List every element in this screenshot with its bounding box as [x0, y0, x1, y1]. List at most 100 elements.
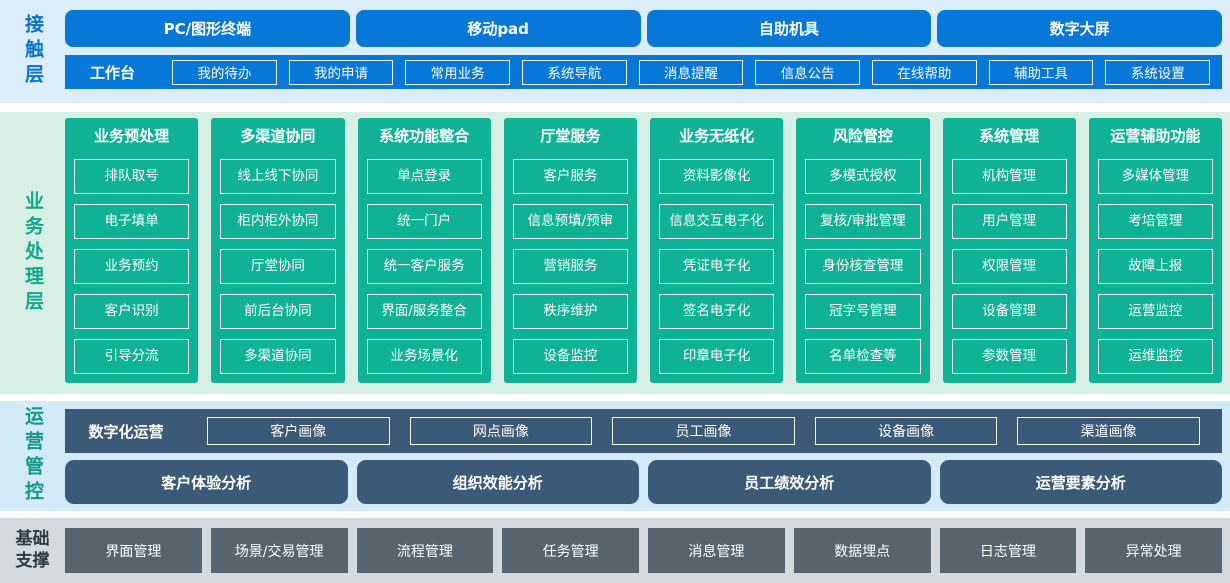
business-column-paperless: 业务无纸化 资料影像化 信息交互电子化 凭证电子化 签名电子化 印章电子化 [650, 118, 784, 383]
column-title: 业务无纸化 [679, 127, 755, 145]
workbench-bar: 工作台 我的待办 我的申请 常用业务 系统导航 消息提醒 信息公告 在线帮助 辅… [65, 55, 1222, 89]
column-title: 业务预处理 [94, 127, 170, 145]
column-item: 信息交互电子化 [659, 204, 775, 239]
business-column-system-mgmt: 系统管理 机构管理 用户管理 权限管理 设备管理 参数管理 [942, 118, 1076, 383]
analysis-org-efficiency: 组织效能分析 [356, 460, 639, 504]
analysis-ops-elements: 运营要素分析 [939, 460, 1222, 504]
column-title: 风险管控 [832, 127, 893, 145]
business-column-lobby-service: 厅堂服务 客户服务 信息预填/预审 营销服务 秩序维护 设备监控 [503, 118, 637, 383]
workbench-item-applications: 我的申请 [288, 59, 394, 85]
business-columns: 业务预处理 排队取号 电子填单 业务预约 客户识别 引导分流 多渠道协同 线上线… [65, 112, 1222, 383]
business-column-multichannel: 多渠道协同 线上线下协同 柜内柜外协同 厅堂协同 前后台协同 多渠道协同 [211, 118, 345, 383]
portrait-branch: 网点画像 [409, 417, 593, 445]
terminal-pc: PC/图形终端 [65, 10, 350, 47]
column-item: 秩序维护 [512, 294, 628, 329]
column-item: 厅堂协同 [220, 249, 336, 284]
column-item: 设备管理 [951, 294, 1067, 329]
column-item: 客户识别 [74, 294, 190, 329]
column-item: 运维监控 [1097, 339, 1213, 374]
column-item: 多模式授权 [805, 159, 921, 194]
digital-ops-bar: 数字化运营 客户画像 网点画像 员工画像 设备画像 渠道画像 [65, 409, 1222, 453]
workbench-item-system-nav: 系统导航 [522, 59, 627, 85]
foundation-exception-handling: 异常处理 [1085, 528, 1222, 573]
column-item: 机构管理 [951, 159, 1067, 194]
business-column-ops-aux: 运营辅助功能 多媒体管理 考培管理 故障上报 运营监控 运维监控 [1088, 118, 1222, 383]
column-title: 多渠道协同 [240, 127, 316, 145]
column-item: 资料影像化 [659, 159, 775, 194]
workbench-item-system-settings: 系统设置 [1105, 59, 1211, 85]
digital-ops-label: 数字化运营 [88, 422, 164, 441]
foundation-label-zone: 基础支撑 [0, 518, 65, 583]
column-item: 多渠道协同 [220, 339, 336, 374]
column-item: 界面/服务整合 [366, 294, 482, 329]
foundation-ui-mgmt: 界面管理 [65, 528, 202, 573]
contact-layer-label-zone: 接触层 [0, 0, 65, 103]
workbench-item-todo: 我的待办 [172, 59, 277, 85]
layer-label-business: 业务处理层 [22, 190, 44, 316]
terminal-row: PC/图形终端 移动pad 自助机具 数字大屏 [65, 10, 1222, 47]
foundation-message-mgmt: 消息管理 [648, 528, 785, 573]
layer-label-contact: 接触层 [22, 14, 44, 89]
column-title: 运营辅助功能 [1110, 127, 1201, 145]
column-item: 冠字号管理 [805, 294, 921, 329]
business-column-risk-control: 风险管控 多模式授权 复核/审批管理 身份核查管理 冠字号管理 名单检查等 [796, 118, 930, 383]
column-item: 统一门户 [366, 204, 482, 239]
workbench-label: 工作台 [89, 63, 135, 82]
column-item: 运营监控 [1097, 294, 1213, 329]
business-layer-band: 业务处理层 业务预处理 排队取号 电子填单 业务预约 客户识别 引导分流 多渠道… [0, 112, 1230, 394]
column-item: 客户服务 [512, 159, 628, 194]
contact-layer-band: 接触层 PC/图形终端 移动pad 自助机具 数字大屏 工作台 我的待办 我的申… [0, 0, 1230, 103]
terminal-self-service: 自助机具 [646, 10, 932, 47]
foundation-scene-transaction-mgmt: 场景/交易管理 [210, 528, 348, 573]
column-item: 信息预填/预审 [512, 204, 628, 239]
foundation-data-tracking: 数据埋点 [793, 528, 931, 573]
portrait-customer: 客户画像 [207, 417, 390, 445]
portrait-device: 设备画像 [814, 417, 998, 445]
column-item: 引导分流 [74, 339, 190, 374]
column-item: 营销服务 [512, 249, 628, 284]
column-item: 柜内柜外协同 [220, 204, 336, 239]
operations-band: 运营管控 数字化运营 客户画像 网点画像 员工画像 设备画像 渠道画像 客户体验… [0, 401, 1230, 511]
workbench-item-announcements: 信息公告 [755, 59, 861, 85]
column-item: 业务预约 [74, 249, 190, 284]
column-item: 故障上报 [1097, 249, 1213, 284]
analysis-employee-performance: 员工绩效分析 [648, 460, 931, 504]
workbench-item-online-help: 在线帮助 [872, 59, 977, 85]
workbench-item-common-business: 常用业务 [405, 59, 511, 85]
column-item: 统一客户服务 [366, 249, 482, 284]
column-title: 系统功能整合 [379, 127, 470, 145]
column-item: 排队取号 [74, 159, 190, 194]
layer-label-foundation: 基础支撑 [15, 529, 50, 571]
terminal-mobile-pad: 移动pad [355, 10, 641, 47]
portrait-employee: 员工画像 [612, 417, 795, 445]
column-item: 凭证电子化 [659, 249, 775, 284]
column-item: 印章电子化 [659, 339, 775, 374]
business-layer-label-zone: 业务处理层 [0, 112, 65, 394]
column-item: 考培管理 [1097, 204, 1213, 239]
operations-content: 数字化运营 客户画像 网点画像 员工画像 设备画像 渠道画像 客户体验分析 组织… [65, 401, 1222, 511]
column-item: 单点登录 [366, 159, 482, 194]
contact-layer-content: PC/图形终端 移动pad 自助机具 数字大屏 工作台 我的待办 我的申请 常用… [65, 0, 1222, 103]
column-item: 名单检查等 [805, 339, 921, 374]
foundation-process-mgmt: 流程管理 [356, 528, 494, 573]
column-item: 线上线下协同 [220, 159, 336, 194]
terminal-digital-screen: 数字大屏 [937, 10, 1222, 47]
column-item: 多媒体管理 [1097, 159, 1213, 194]
column-item: 业务场景化 [366, 339, 482, 374]
foundation-band: 基础支撑 界面管理 场景/交易管理 流程管理 任务管理 消息管理 数据埋点 日志… [0, 518, 1230, 583]
column-item: 前后台协同 [220, 294, 336, 329]
operations-label-zone: 运营管控 [0, 401, 65, 511]
column-item: 权限管理 [951, 249, 1067, 284]
column-title: 厅堂服务 [540, 127, 601, 145]
column-item: 设备监控 [512, 339, 628, 374]
business-column-preprocessing: 业务预处理 排队取号 电子填单 业务预约 客户识别 引导分流 [65, 118, 199, 383]
column-title: 系统管理 [979, 127, 1040, 145]
foundation-log-mgmt: 日志管理 [939, 528, 1077, 573]
business-column-system-integration: 系统功能整合 单点登录 统一门户 统一客户服务 界面/服务整合 业务场景化 [357, 118, 491, 383]
column-item: 复核/审批管理 [805, 204, 921, 239]
portrait-channel: 渠道画像 [1017, 417, 1200, 445]
column-item: 身份核查管理 [805, 249, 921, 284]
workbench-item-aux-tools: 辅助工具 [988, 59, 1094, 85]
workbench-item-message-alerts: 消息提醒 [638, 59, 744, 85]
